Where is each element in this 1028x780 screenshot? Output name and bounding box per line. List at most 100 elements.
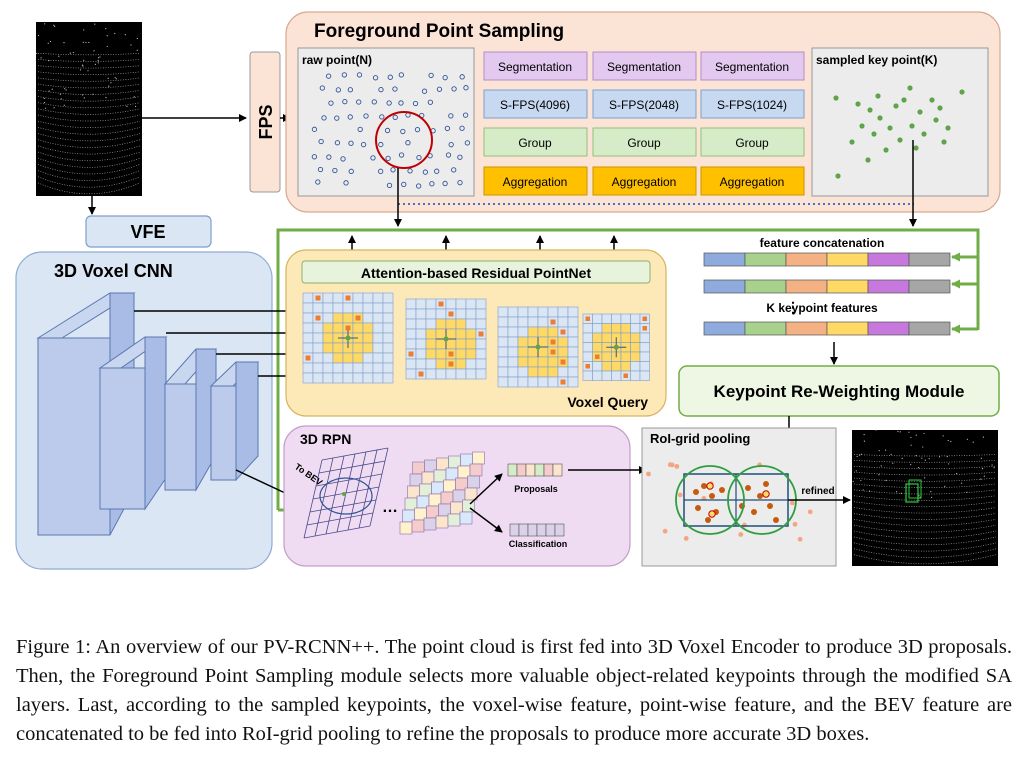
lidar-point (899, 431, 901, 433)
roi-bg-point (677, 492, 683, 498)
voxel-cell (620, 351, 631, 362)
rpn-cell (472, 451, 485, 465)
roi-bg-point (662, 528, 668, 534)
lidar-point (88, 41, 90, 44)
roi-point (705, 517, 711, 523)
raw-point (378, 86, 384, 93)
lidar-point (82, 65, 84, 67)
voxel-cell (592, 370, 603, 381)
raw-point (405, 140, 411, 146)
feature-bar-3 (703, 321, 951, 336)
raw-point (448, 113, 454, 119)
voxel-cell (582, 342, 593, 353)
lidar-point (106, 45, 108, 48)
lidar-point (947, 439, 949, 442)
raw-point (428, 72, 434, 79)
raw-point (335, 87, 341, 93)
voxel-cell (372, 362, 384, 374)
lidar-point (918, 467, 920, 469)
voxel-cell (630, 332, 641, 343)
voxel-cell (425, 308, 437, 320)
voxel-cell (620, 361, 631, 372)
lidar-point (53, 24, 55, 26)
feature-segment (703, 321, 746, 336)
roi-grid-point (706, 482, 714, 490)
voxel-cell (312, 332, 324, 344)
voxel-cell (435, 318, 447, 330)
lidar-point (885, 479, 887, 481)
voxel-cell (352, 372, 364, 384)
raw-point (357, 126, 363, 133)
voxel-cell (475, 338, 487, 350)
stage-1: Segmentation S-FPS(4096) Group Aggregati… (483, 51, 588, 196)
lidar-ring (853, 501, 997, 508)
voxel-cell (455, 348, 467, 360)
voxel-cell (455, 298, 467, 310)
to-proposals-arrow (469, 473, 503, 505)
lidar-point (110, 82, 112, 84)
voxel-feature (448, 361, 454, 367)
voxel-cell (352, 362, 364, 374)
voxel-cell (517, 336, 529, 348)
voxel-cell (312, 352, 324, 364)
lidar-point (114, 32, 116, 35)
lidar-point (65, 89, 67, 91)
voxel-feature (355, 315, 361, 321)
raw-point (311, 126, 318, 132)
voxel-cell (567, 366, 579, 378)
voxel-feature (448, 351, 454, 357)
voxel-feature (642, 316, 647, 321)
voxel-cell (382, 342, 394, 354)
voxel-cell (342, 352, 354, 364)
voxel-cell (582, 370, 593, 381)
roi-point (757, 493, 763, 499)
voxel-cell (592, 361, 603, 372)
raw-point (311, 154, 318, 160)
voxel-cell (332, 342, 344, 354)
voxel-cell (372, 312, 384, 324)
voxel-feature (642, 326, 647, 331)
raw-point (463, 85, 469, 91)
voxel-cell (352, 322, 364, 334)
lidar-point (82, 41, 84, 43)
lidar-point (69, 52, 71, 54)
lidar-point (922, 446, 924, 448)
bev-line (369, 447, 389, 527)
proposals-label: Proposals (514, 484, 558, 494)
feature-segment (908, 279, 951, 294)
voxel-cell (342, 362, 354, 374)
lidar-point (93, 50, 95, 52)
voxel-cell (601, 313, 612, 324)
voxel-cell (567, 376, 579, 388)
voxel-cell (405, 298, 417, 310)
bev-line (358, 449, 378, 529)
lidar-point (83, 97, 85, 99)
lidar-point (924, 477, 926, 479)
raw-point (325, 73, 332, 79)
voxel-cell (557, 316, 569, 328)
raw-point (384, 127, 391, 134)
lidar-point (108, 85, 110, 87)
lidar-point (97, 59, 99, 61)
raw-point (334, 115, 340, 121)
voxel-feature (560, 379, 566, 385)
raw-point (340, 156, 346, 162)
voxel-cell (302, 372, 314, 384)
bev-feature-map (303, 447, 389, 539)
lidar-point (938, 456, 941, 458)
voxel-cell (639, 351, 650, 362)
raw-point (348, 140, 354, 146)
lidar-point (860, 453, 862, 455)
voxel-cell (517, 346, 529, 358)
rpn-feature-map (399, 451, 485, 535)
voxel-cell (362, 322, 374, 334)
lidar-ring (37, 96, 141, 102)
voxel-cell (465, 358, 477, 370)
feature-segment (867, 279, 910, 294)
lidar-point (105, 28, 107, 30)
ellipsis: … (382, 499, 398, 516)
lidar-point (40, 57, 42, 59)
voxel-cell (362, 292, 374, 304)
voxel-cell (611, 370, 622, 381)
roi-point (763, 481, 769, 487)
